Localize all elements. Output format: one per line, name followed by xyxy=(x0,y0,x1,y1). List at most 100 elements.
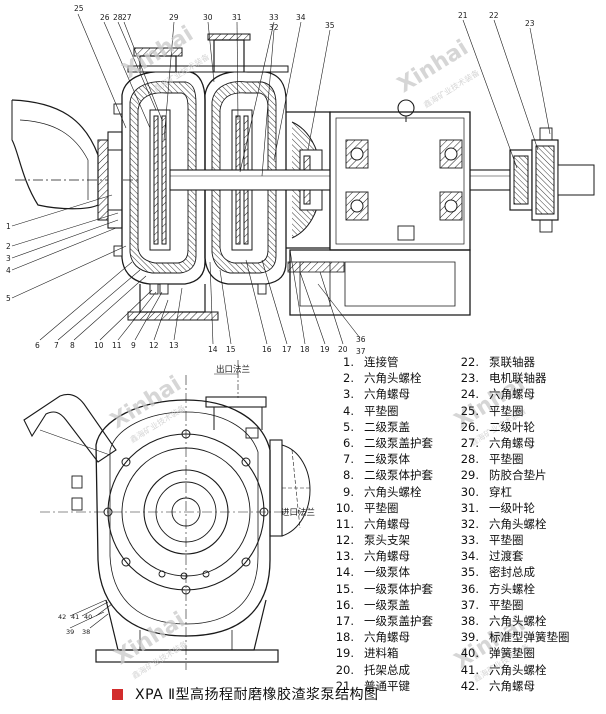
callout-top: 28 xyxy=(113,13,123,22)
part-name: 平垫圈 xyxy=(364,403,399,418)
part-number: 33. xyxy=(460,533,479,548)
part-name: 二级泵体护套 xyxy=(364,468,433,483)
part-name: 穿杠 xyxy=(489,484,512,499)
part-name: 一级叶轮 xyxy=(489,500,535,515)
part-item: 31. 一级叶轮 xyxy=(457,500,570,516)
part-name: 过渡套 xyxy=(489,549,524,564)
part-name: 一级泵盖 xyxy=(364,597,410,612)
figure-caption: XPA Ⅱ型高扬程耐磨橡胶渣浆泵结构图 xyxy=(112,684,379,704)
part-item: 35.密封总成 xyxy=(457,564,570,580)
inlet-pipe-end xyxy=(23,393,117,463)
callout-top: 26 xyxy=(100,13,110,22)
callout-left: 12 xyxy=(149,341,159,350)
part-name: 六角螺母 xyxy=(489,387,535,402)
part-name: 平垫圈 xyxy=(489,452,524,467)
part-number: 15. xyxy=(335,581,354,596)
callout-bottom: 14 xyxy=(208,345,218,354)
callout-view2: 39 xyxy=(66,628,74,636)
casing-circle-outer xyxy=(107,433,265,591)
bearing-assembly xyxy=(329,111,471,251)
part-name: 连接管 xyxy=(364,355,399,369)
part-item: 17.一级泵盖护套 xyxy=(332,613,433,629)
part-item: 37.平垫圈 xyxy=(457,597,570,613)
part-name: 托架总成 xyxy=(364,662,410,677)
part-item: 41. 六角头螺栓 xyxy=(457,662,570,678)
part-number: 31. xyxy=(460,500,479,515)
part-item: 3. 六角螺母 xyxy=(332,386,433,402)
connecting-pipe xyxy=(11,99,99,210)
part-item: 30.穿杠 xyxy=(457,484,570,500)
part-number: 20. xyxy=(335,662,354,677)
end-view-labels: 出口法兰 进口法兰 xyxy=(216,364,315,518)
part-item: 27.六角螺母 xyxy=(457,435,570,451)
callout-view2: 42 xyxy=(58,613,66,621)
part-item: 42.六角螺母 xyxy=(457,678,570,694)
part-number: 9. xyxy=(343,484,354,499)
part-item: 34.过渡套 xyxy=(457,548,570,564)
end-view xyxy=(23,360,311,670)
part-item: 12. 泵头支架 xyxy=(332,532,433,548)
part-number: 12. xyxy=(335,533,354,548)
part-number: 38. xyxy=(460,614,479,628)
part-item: 32.六角头螺栓 xyxy=(457,516,570,532)
part-number: 13. xyxy=(335,549,354,564)
part-name: 一级泵体护套 xyxy=(364,581,433,596)
part-item: 6.二级泵盖护套 xyxy=(332,435,433,451)
part-name: 标准型弹簧垫圈 xyxy=(489,630,570,645)
part-name: 六角螺母 xyxy=(364,387,410,402)
callout-bottom: 16 xyxy=(262,345,272,354)
part-name: 进料箱 xyxy=(364,646,399,661)
part-number: 32. xyxy=(460,516,479,531)
part-item: 13. 六角螺母 xyxy=(332,548,433,564)
part-number: 3. xyxy=(343,387,354,402)
part-number: 1. xyxy=(343,355,354,369)
callout-left: 11 xyxy=(112,341,122,350)
part-number: 4. xyxy=(343,403,354,418)
part-name: 泵头支架 xyxy=(364,533,410,548)
frame-base xyxy=(289,249,471,316)
part-name: 密封总成 xyxy=(489,565,535,580)
outlet-flange-label: 出口法兰 xyxy=(216,364,250,375)
part-item: 9. 六角头螺栓 xyxy=(332,484,433,500)
callout-bottom: 37 xyxy=(356,347,366,356)
callout-top: 29 xyxy=(169,13,179,22)
part-item: 18.六角螺母 xyxy=(332,629,433,645)
part-number: 28. xyxy=(460,452,479,467)
part-name: 六角螺母 xyxy=(364,549,410,564)
callout-top: 34 xyxy=(296,13,306,22)
callout-left: 7 xyxy=(54,341,59,350)
part-name: 平垫圈 xyxy=(489,597,524,612)
part-name: 六角螺母 xyxy=(489,678,535,693)
part-number: 41. xyxy=(460,662,479,677)
part-name: 六角头螺栓 xyxy=(364,484,422,499)
callout-left: 4 xyxy=(6,266,11,275)
callout-top: 33 xyxy=(269,13,279,22)
part-number: 6. xyxy=(343,435,354,450)
caption-marker xyxy=(112,689,123,700)
callout-bottom: 20 xyxy=(338,345,348,354)
caption-text: XPA Ⅱ型高扬程耐磨橡胶渣浆泵结构图 xyxy=(135,687,379,703)
watermark-brand: Xinhai xyxy=(393,36,473,99)
part-item: 22.泵联轴器 xyxy=(457,354,570,370)
part-item: 36.方头螺栓 xyxy=(457,581,570,597)
part-name: 电机联轴器 xyxy=(489,371,547,386)
part-name: 一级泵盖护套 xyxy=(364,614,433,628)
part-item: 19.进料箱 xyxy=(332,645,433,661)
part-number: 27. xyxy=(460,435,479,450)
part-item: 14.一级泵体 xyxy=(332,564,433,580)
part-item: 38.六角头螺栓 xyxy=(457,613,570,629)
part-name: 二级叶轮 xyxy=(489,419,535,434)
part-name: 六角头螺栓 xyxy=(489,662,547,677)
part-number: 18. xyxy=(335,630,354,645)
part-name: 六角头螺栓 xyxy=(364,371,422,386)
part-name: 方头螺栓 xyxy=(489,581,535,596)
part-item: 24.六角螺母 xyxy=(457,386,570,402)
callout-top: 21 xyxy=(458,11,468,20)
part-item: 21.普通平键 xyxy=(332,678,433,694)
part-name: 普通平键 xyxy=(364,678,410,693)
part-item: 29.防胶合垫片 xyxy=(457,467,570,483)
part-name: 泵联轴器 xyxy=(489,355,535,369)
part-name: 平垫圈 xyxy=(489,403,524,418)
